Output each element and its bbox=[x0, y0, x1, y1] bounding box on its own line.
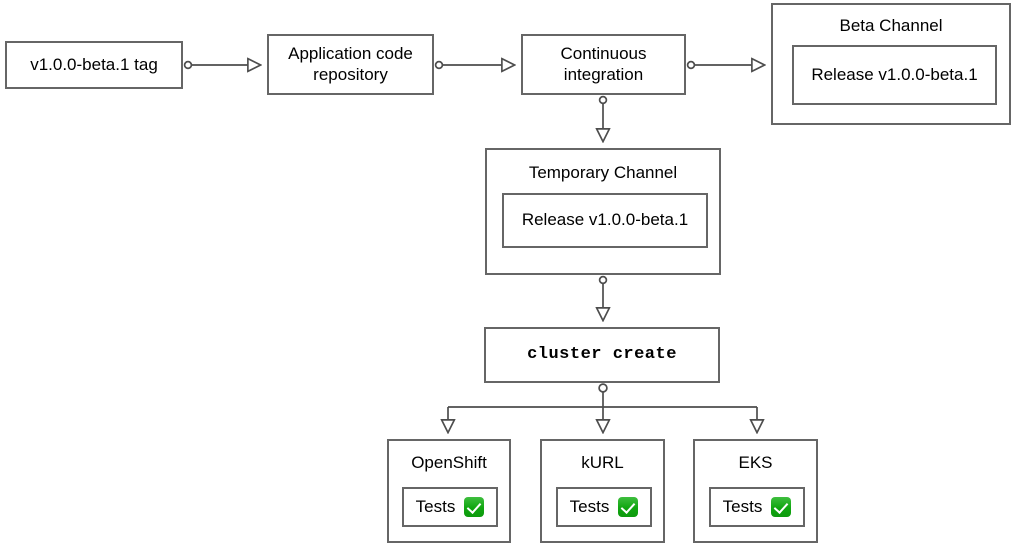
node-eks-tests-label: Tests bbox=[722, 496, 763, 516]
node-temporary-channel-title: Temporary Channel bbox=[528, 163, 678, 182]
green-check-icon bbox=[464, 496, 485, 517]
node-temporary-channel-release[interactable]: Release v1.0.0-beta.1 bbox=[502, 193, 708, 248]
node-beta-channel-release[interactable]: Release v1.0.0-beta.1 bbox=[792, 45, 997, 105]
node-application-code-repository[interactable]: Application code repository bbox=[267, 34, 434, 95]
edge-source-dot bbox=[598, 383, 608, 393]
node-openshift[interactable]: OpenShift Tests bbox=[387, 439, 511, 543]
node-eks-title: EKS bbox=[738, 453, 773, 472]
node-openshift-title: OpenShift bbox=[411, 453, 487, 472]
node-temporary-channel-release-label: Release v1.0.0-beta.1 bbox=[521, 210, 689, 230]
edge-source-dot bbox=[434, 60, 444, 70]
node-eks-tests[interactable]: Tests bbox=[709, 487, 805, 527]
node-application-code-repository-label: Application code repository bbox=[288, 44, 413, 84]
green-check-icon bbox=[771, 496, 792, 517]
node-eks[interactable]: EKS Tests bbox=[693, 439, 818, 543]
node-tag[interactable]: v1.0.0-beta.1 tag bbox=[5, 41, 183, 89]
node-kurl-title: kURL bbox=[581, 453, 624, 472]
node-beta-channel-title: Beta Channel bbox=[839, 16, 943, 35]
edge-source-dot bbox=[183, 60, 193, 70]
node-kurl-tests-label: Tests bbox=[569, 496, 610, 516]
edge-source-dot bbox=[598, 275, 608, 285]
edge-source-dot bbox=[686, 60, 696, 70]
node-kurl-tests[interactable]: Tests bbox=[556, 487, 652, 527]
node-beta-channel-release-label: Release v1.0.0-beta.1 bbox=[811, 64, 978, 84]
node-tag-label: v1.0.0-beta.1 tag bbox=[30, 54, 158, 74]
node-cluster-create-label: cluster create bbox=[527, 344, 677, 364]
edge-source-dot bbox=[598, 95, 608, 105]
node-openshift-tests[interactable]: Tests bbox=[402, 487, 498, 527]
node-cluster-create[interactable]: cluster create bbox=[484, 327, 720, 383]
node-temporary-channel[interactable]: Temporary Channel Release v1.0.0-beta.1 bbox=[485, 148, 721, 275]
node-kurl[interactable]: kURL Tests bbox=[540, 439, 665, 543]
node-continuous-integration-label: Continuous integration bbox=[560, 44, 647, 84]
node-beta-channel[interactable]: Beta Channel Release v1.0.0-beta.1 bbox=[771, 3, 1011, 125]
node-continuous-integration[interactable]: Continuous integration bbox=[521, 34, 686, 95]
node-openshift-tests-label: Tests bbox=[415, 496, 456, 516]
green-check-icon bbox=[618, 496, 639, 517]
